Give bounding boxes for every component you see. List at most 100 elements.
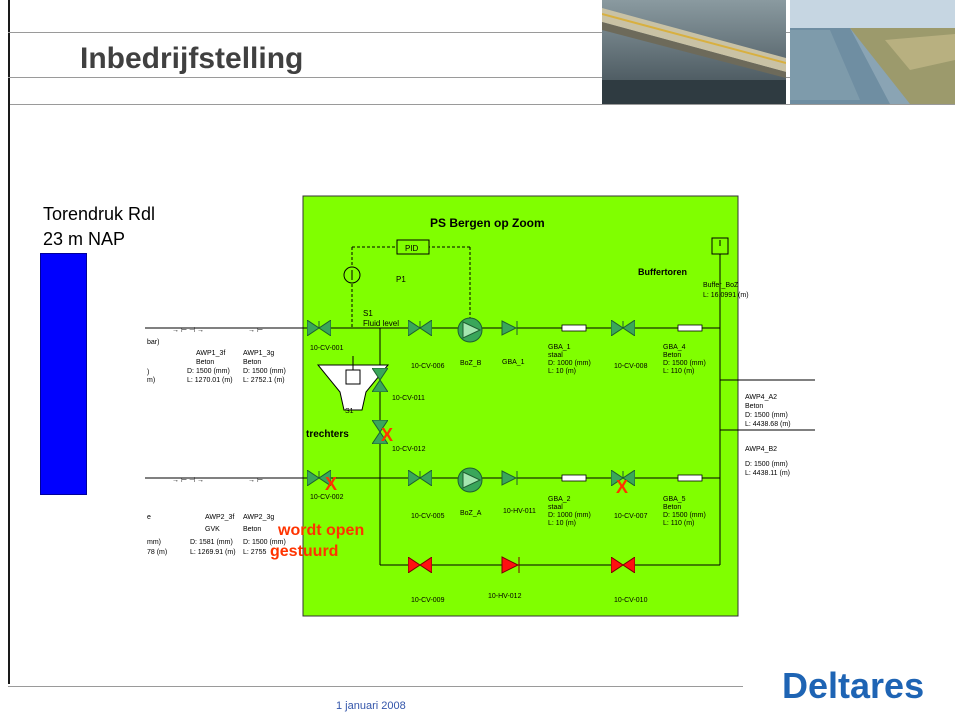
svg-text:→ ⊢: → ⊢ xyxy=(248,327,263,334)
pipe-awp4-b2-length: L: 4438.11 (m) xyxy=(745,470,790,477)
pipe-gba4-name: GBA_4 xyxy=(663,344,686,351)
pipe-awp4-a2-length: L: 4438.68 (m) xyxy=(745,421,791,428)
pipe-left1-cut-1: bar) xyxy=(147,339,159,346)
tower-label-line2: 23 m NAP xyxy=(43,229,126,249)
pipe-awp1-3f-diameter: D: 1500 (mm) xyxy=(187,368,230,375)
valve-cv005-label: 10-CV-005 xyxy=(411,513,445,520)
check-valve-gba1-label: GBA_1 xyxy=(502,359,525,366)
pipe-gba1-diameter: D: 1000 (mm) xyxy=(548,360,591,367)
pipe-awp1-3g-length: L: 2752.1 (m) xyxy=(243,377,285,384)
pipe-awp2-3g-length: L: 2755 xyxy=(243,549,266,556)
valve-cv002-label: 10-CV-002 xyxy=(310,494,344,501)
check-valve-hv011-icon xyxy=(501,470,518,486)
station-background xyxy=(302,195,739,617)
valve-cv008-label: 10-CV-008 xyxy=(614,363,648,370)
pipe-gba5-length: L: 110 (m) xyxy=(663,520,694,527)
svg-text:→ ⊢ ⊣ →: → ⊢ ⊣ → xyxy=(172,477,204,484)
pipe-gba5-name: GBA_5 xyxy=(663,496,686,503)
delta-photo xyxy=(790,0,955,104)
s1-label: S1 xyxy=(363,309,373,318)
pipe-gba2-length: L: 10 (m) xyxy=(548,520,576,527)
pipe-awp2-3f-material: GVK xyxy=(205,526,220,533)
header-rule-middle xyxy=(8,77,955,78)
slide-left-border xyxy=(8,104,10,684)
tower-label-line1: Torendruk Rdl xyxy=(43,204,156,224)
valve-cv009-label: 10-CV-009 xyxy=(411,597,445,604)
pipe-gba1-name: GBA_1 xyxy=(548,344,571,351)
check-valve-gba1-icon xyxy=(501,320,518,336)
valve-cv010-label: 10-CV-010 xyxy=(614,597,648,604)
valve-cv012-label: 10-CV-012 xyxy=(392,446,426,453)
pipe-left1-cut-3: m) xyxy=(147,377,155,384)
header-rule-top xyxy=(8,32,955,33)
valve-cv007-label: 10-CV-007 xyxy=(614,513,648,520)
check-valve-hv012-icon xyxy=(501,556,520,574)
svg-text:→ ⊢ ⊣ →: → ⊢ ⊣ → xyxy=(172,327,204,334)
deltares-logo: Deltares xyxy=(782,665,925,706)
pipe-left1-cut-2: ) xyxy=(147,369,149,376)
pipe-awp2-3f-length: L: 1269.91 (m) xyxy=(190,549,236,556)
pipe-left2-cut-2: mm) xyxy=(147,539,161,546)
pipe-gba2-name: GBA_2 xyxy=(548,496,571,503)
pipe-gba5-material: Beton xyxy=(663,504,681,511)
pipe-gba4-length: L: 110 (m) xyxy=(663,368,694,375)
pipe-gba5-diameter: D: 1500 (mm) xyxy=(663,512,706,519)
pipe-left2-cut-1: e xyxy=(147,514,151,521)
pipe-gba1-length: L: 10 (m) xyxy=(548,368,576,375)
svg-text:→ ⊢: → ⊢ xyxy=(248,477,263,484)
pipe-gba4-diameter: D: 1500 (mm) xyxy=(663,360,706,367)
x-mark-cv012: X xyxy=(381,425,393,445)
pipe-awp4-b2-diameter: D: 1500 (mm) xyxy=(745,461,788,468)
check-valve-hv011-label: 10-HV-011 xyxy=(503,508,536,515)
pipe-awp1-3f-name: AWP1_3f xyxy=(196,350,225,357)
station-title: PS Bergen op Zoom xyxy=(430,216,545,230)
x-mark-cv002: X xyxy=(325,474,337,494)
pipe-awp4-a2-diameter: D: 1500 (mm) xyxy=(745,412,788,419)
pump-boz-b-label: BoZ_B xyxy=(460,360,482,367)
pid-label: PID xyxy=(405,244,419,253)
pid-controller xyxy=(396,239,430,255)
pipe-awp2-3g-name: AWP2_3g xyxy=(243,514,274,521)
bridge-photo xyxy=(602,0,786,104)
s1-funnel-label: S1 xyxy=(345,408,354,415)
pipe-awp1-3g-name: AWP1_3g xyxy=(243,350,274,357)
pipe-awp2-3f-diameter: D: 1581 (mm) xyxy=(190,539,233,546)
check-valve-hv012-label: 10-HV-012 xyxy=(488,593,522,600)
valve-cv006-label: 10-CV-006 xyxy=(411,363,445,370)
pipe-awp4-b2-name: AWP4_B2 xyxy=(745,446,777,453)
pipe-gba1-material: staal xyxy=(548,352,563,359)
pipe-awp1-3f-material: Beton xyxy=(196,359,214,366)
pipe-awp4-a2-name: AWP4_A2 xyxy=(745,394,777,401)
valve-cv011-label: 10-CV-011 xyxy=(392,395,425,402)
x-mark-cv007: X xyxy=(616,477,628,497)
pipe-awp1-3f-length: L: 1270.01 (m) xyxy=(187,377,233,384)
pipe-awp4-a2-material: Beton xyxy=(745,403,763,410)
open-annotation-line1: wordt open xyxy=(277,522,364,539)
pipe-gba2-material: staal xyxy=(548,504,563,511)
pipe-awp2-3g-material: Beton xyxy=(243,526,261,533)
pipe-awp1-3g-material: Beton xyxy=(243,359,261,366)
pump-boz-a-label: BoZ_A xyxy=(460,510,482,517)
funnel-icon xyxy=(316,364,390,411)
fluid-level-label: Fluid level xyxy=(363,319,399,328)
pipe-awp2-3g-diameter: D: 1500 (mm) xyxy=(243,539,286,546)
pressure-tower-bar xyxy=(40,253,87,495)
pipe-gba2-diameter: D: 1000 (mm) xyxy=(548,512,591,519)
buffer-name: Buffer_BoZ xyxy=(703,282,739,289)
header-rule-bottom xyxy=(8,104,955,105)
footer-rule xyxy=(8,686,743,687)
valve-cv001-label: 10-CV-001 xyxy=(310,345,344,352)
pipe-gba4-material: Beton xyxy=(663,352,681,359)
pipe-awp2-3f-name: AWP2_3f xyxy=(205,514,234,521)
pipe-left2-cut-3: 78 (m) xyxy=(147,549,167,556)
header-band xyxy=(8,0,602,104)
open-annotation-line2: gestuurd xyxy=(270,543,338,560)
buffertoren-label: Buffertoren xyxy=(638,267,687,277)
buffer-level: L: 16.0991 (m) xyxy=(703,292,749,299)
slide-date: 1 januari 2008 xyxy=(336,700,406,712)
slide-title: Inbedrijfstelling xyxy=(80,42,304,75)
p1-label: P1 xyxy=(396,275,406,284)
pipe-awp1-3g-diameter: D: 1500 (mm) xyxy=(243,368,286,375)
slide-header: Inbedrijfstelling xyxy=(0,0,955,105)
